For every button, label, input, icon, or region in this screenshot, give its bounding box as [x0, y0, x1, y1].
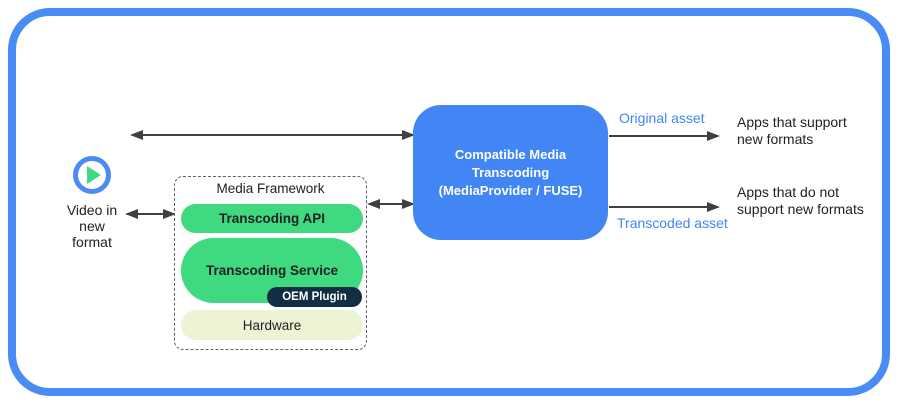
- arrow-source-to-transcoder: [132, 134, 413, 136]
- transcoding-api-pill: Transcoding API: [181, 204, 363, 233]
- apps-no-support-label: Apps that do not support new formats: [737, 184, 864, 217]
- apps-support-label: Apps that support new formats: [737, 114, 847, 147]
- media-framework-title: Media Framework: [216, 181, 325, 196]
- arrow-framework-to-transcoder: [369, 203, 413, 205]
- original-asset-label: Original asset: [619, 110, 705, 126]
- arrow-original-asset: [609, 135, 718, 137]
- oem-plugin-pill: OEM Plugin: [267, 287, 362, 307]
- transcoded-asset-label: Transcoded asset: [617, 215, 728, 231]
- play-icon: [73, 156, 111, 194]
- arrow-source-to-framework: [127, 213, 174, 215]
- arrow-transcoded-asset: [609, 206, 718, 208]
- source-video-label: Video in new format: [66, 202, 118, 250]
- compatible-media-transcoding-box: Compatible Media Transcoding (MediaProvi…: [413, 105, 608, 240]
- hardware-pill: Hardware: [181, 310, 363, 340]
- play-triangle-icon: [87, 166, 101, 184]
